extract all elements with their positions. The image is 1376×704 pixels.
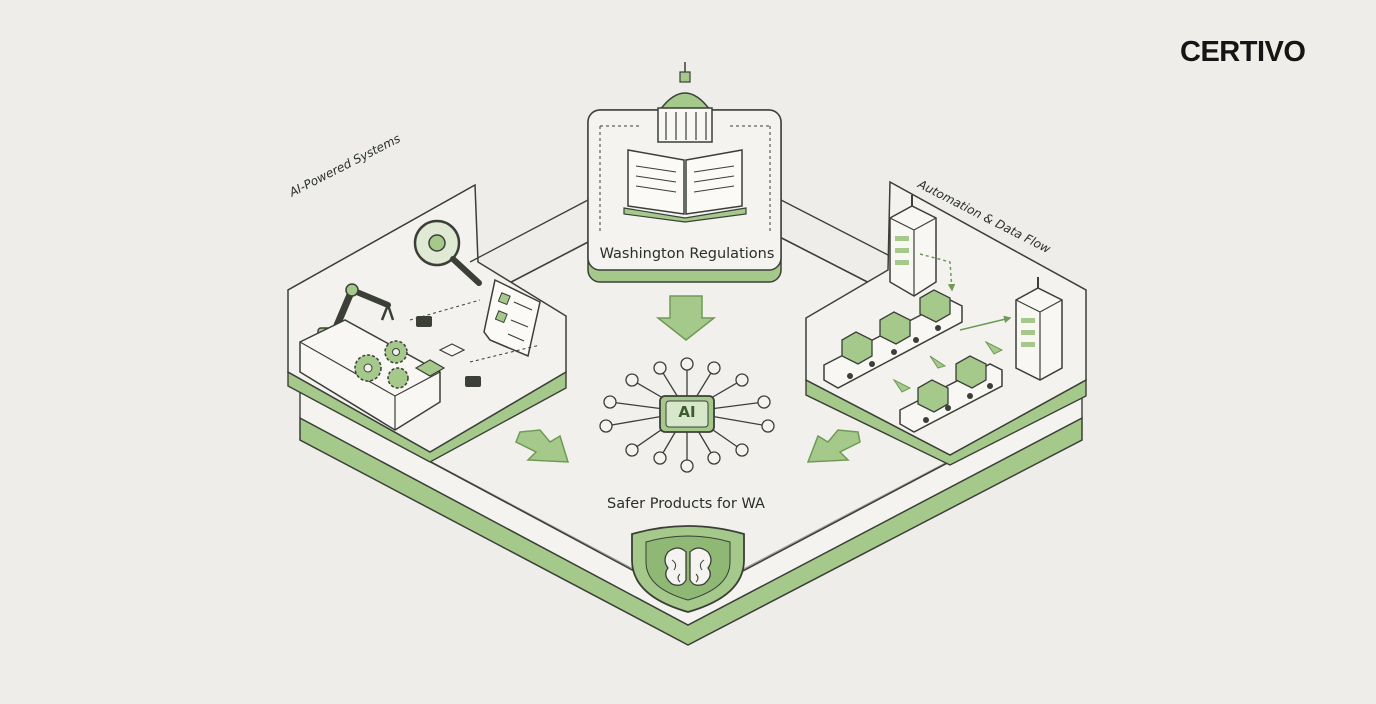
- box-icon: [841, 289, 987, 413]
- brand-logo: CERTIVO: [1180, 36, 1306, 68]
- brain-shield-icon: [631, 525, 745, 613]
- arrow-down-icon: [655, 295, 717, 341]
- open-book-icon: [623, 149, 747, 223]
- arrow-left-in-icon: [515, 429, 570, 463]
- connector-lines: [469, 199, 889, 263]
- gears-icon: [354, 340, 409, 389]
- chip-icon: [409, 299, 541, 387]
- outcome-label: Safer Products for WA: [607, 496, 765, 512]
- server-tower-icon: [889, 195, 937, 297]
- regulations-label: Washington Regulations: [599, 246, 775, 262]
- magnifier-icon: [413, 219, 482, 286]
- capitol-icon: [657, 62, 713, 143]
- ai-chip-label: AI: [678, 403, 696, 421]
- data-flow-arrows: [892, 253, 1012, 393]
- server-tower-icon: [1015, 277, 1063, 381]
- ai-chip-icon: [659, 395, 715, 433]
- checklist-document-icon: [483, 278, 541, 358]
- arrow-right-in-icon: [806, 429, 861, 463]
